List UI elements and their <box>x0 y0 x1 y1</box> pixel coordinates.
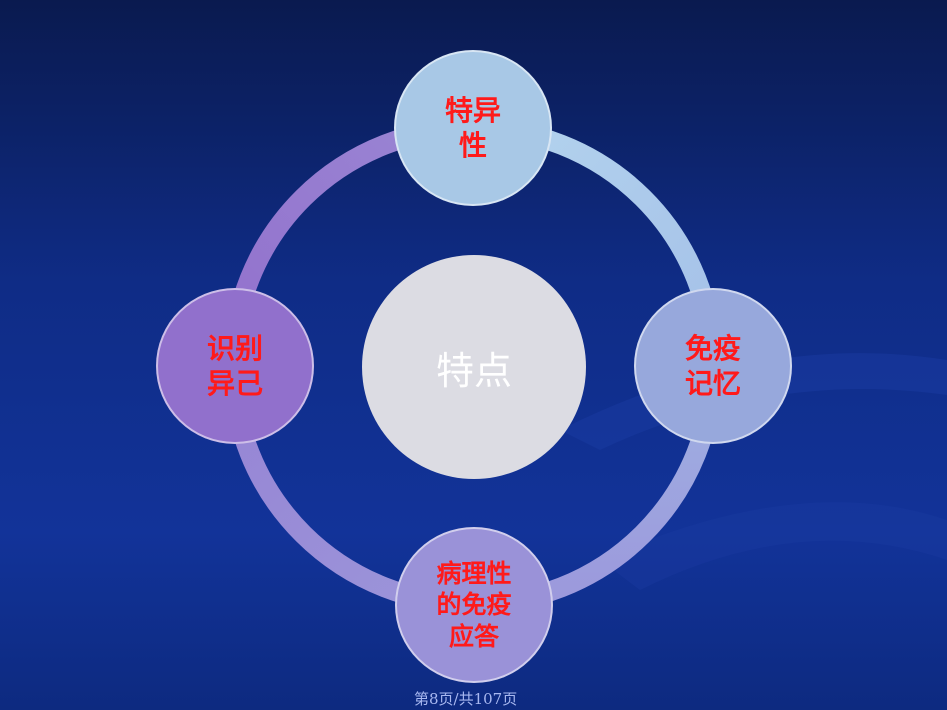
node-specificity: 特异 性 <box>394 50 552 206</box>
center-circle: 特点 <box>362 255 586 479</box>
node-self-recognition: 识别 异己 <box>156 288 314 444</box>
center-label: 特点 <box>435 348 512 393</box>
node-label-left: 识别 异己 <box>206 332 263 400</box>
node-label-top: 特异 性 <box>444 94 501 162</box>
node-immune-memory: 免疫 记忆 <box>634 288 792 444</box>
node-pathological-response: 病理性 的免疫 应答 <box>395 527 553 683</box>
page-number: 第8页/共107页 <box>414 690 518 708</box>
node-label-bottom: 病理性 的免疫 应答 <box>436 559 512 651</box>
node-label-right: 免疫 记忆 <box>684 332 741 400</box>
